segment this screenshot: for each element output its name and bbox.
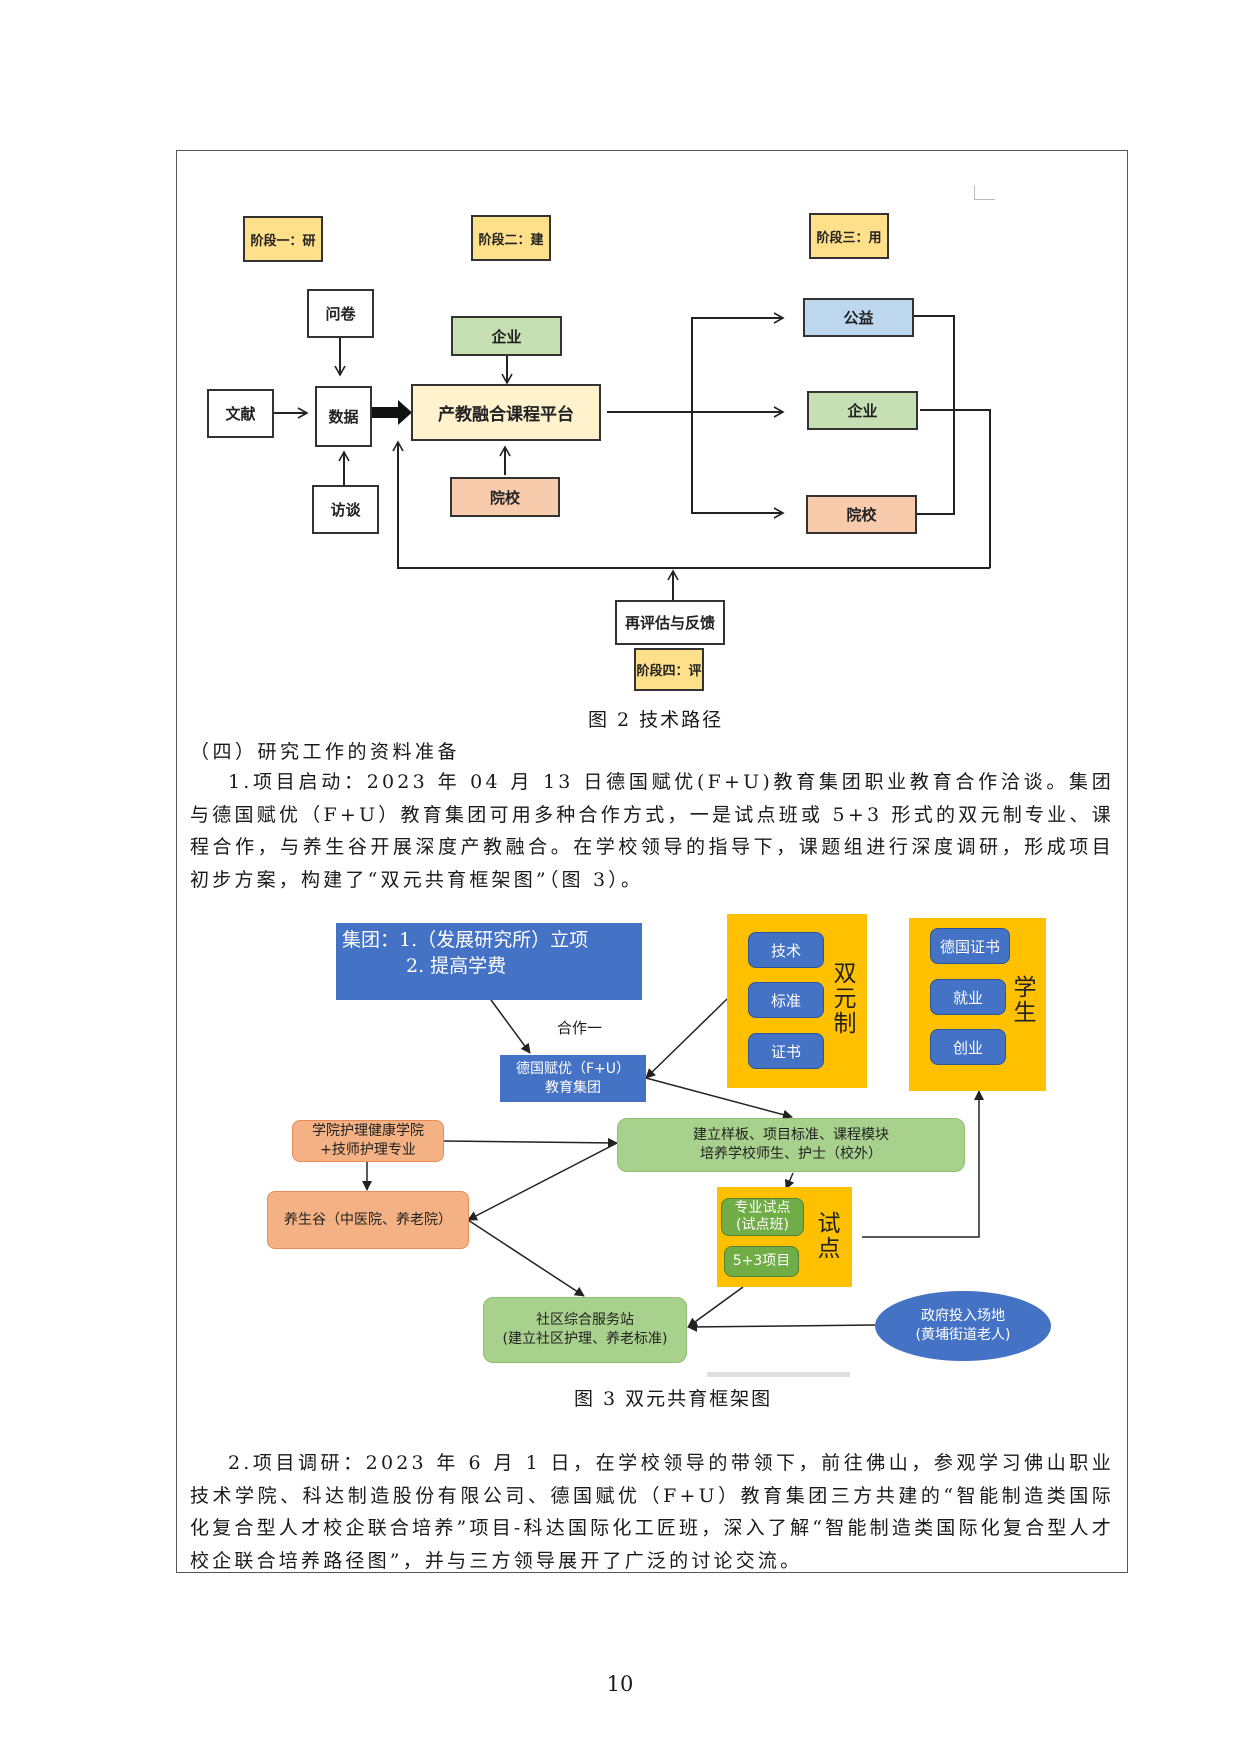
- template-box: 建立样板、项目标准、课程模块 培养学校师生、护士（校外）: [617, 1118, 965, 1172]
- stage1-box: 阶段一：研: [243, 216, 323, 262]
- fu-group-line2: 教育集团: [545, 1079, 601, 1096]
- template-line1: 建立样板、项目标准、课程模块: [693, 1127, 889, 1143]
- data-box: 数据: [315, 386, 372, 447]
- school-bottom-label: 院校: [489, 488, 520, 507]
- figure3-caption: 图 3 双元共育框架图: [574, 1388, 773, 1410]
- arrow-yangsheng-community: [467, 1219, 585, 1297]
- enterprise-top-label: 企业: [491, 327, 522, 346]
- school-bottom-box: 院校: [450, 477, 560, 517]
- college-line1: 学院护理健康学院: [312, 1123, 424, 1139]
- arrow-dual-fu: [645, 998, 728, 1079]
- pilot-item-5plus3: 5+3项目: [724, 1246, 799, 1277]
- dual-system-label: 双元制: [833, 961, 857, 1037]
- cooperation-label: 合作一: [557, 1019, 603, 1037]
- arrow-template-yangsheng: [467, 1142, 618, 1221]
- feedback-loop-line: [392, 440, 990, 569]
- arrow-government-community: [687, 1321, 876, 1332]
- paragraph-1-text: 1.项目启动：2023 年 04 月 13 日德国赋优(F+U)教育集团职业教育…: [190, 771, 1114, 891]
- student-item-entrepreneurship: 创业: [930, 1029, 1006, 1065]
- thick-arrow-head: [398, 400, 412, 425]
- yangsheng-box: 养生谷（中医院、养老院）: [267, 1191, 469, 1249]
- feedback-box: 再评估与反馈: [615, 600, 725, 645]
- arrow-template-pilot: [785, 1172, 795, 1190]
- pilot-label: 试点: [817, 1211, 841, 1262]
- community-box: 社区综合服务站 (建立社区护理、养老标准): [483, 1297, 687, 1363]
- paragraph-1: 1.项目启动：2023 年 04 月 13 日德国赋优(F+U)教育集团职业教育…: [190, 766, 1114, 896]
- yangsheng-label: 养生谷（中医院、养老院）: [284, 1211, 452, 1228]
- government-line1: 政府投入场地: [921, 1308, 1005, 1324]
- corner-mark: [974, 185, 995, 200]
- public-welfare-box: 公益: [803, 298, 914, 337]
- school-right-label: 院校: [846, 506, 877, 524]
- platform-label: 产教融合课程平台: [438, 405, 574, 425]
- arrow-platform-school: [691, 412, 785, 519]
- group-line2: 2. 提高学费: [406, 955, 507, 977]
- stage2-label: 阶段二：建: [478, 232, 544, 248]
- page-number: 10: [606, 1672, 634, 1696]
- literature-label: 文献: [225, 405, 256, 423]
- community-line2: (建立社区护理、养老标准): [502, 1331, 668, 1347]
- dual-item-technology: 技术: [748, 932, 824, 968]
- paragraph-2: 2.项目调研：2023 年 6 月 1 日，在学校领导的带领下，前往佛山，参观学…: [190, 1447, 1114, 1577]
- public-welfare-label: 公益: [843, 309, 874, 327]
- government-ellipse: 政府投入场地 (黄埔街道老人): [875, 1291, 1051, 1361]
- feedback-label: 再评估与反馈: [624, 614, 715, 632]
- group-line1: 集团：1.（发展研究所）立项: [342, 929, 589, 951]
- paragraph-2-text: 2.项目调研：2023 年 6 月 1 日，在学校领导的带领下，前往佛山，参观学…: [190, 1452, 1114, 1572]
- questionnaire-box: 问卷: [307, 289, 374, 338]
- platform-box: 产教融合课程平台: [411, 384, 601, 441]
- arrow-pilot-community: [687, 1286, 744, 1328]
- student-item-employment: 就业: [930, 979, 1006, 1015]
- stage2-box: 阶段二：建: [471, 215, 551, 261]
- group-box: 集团：1.（发展研究所）立项 2. 提高学费: [336, 923, 642, 1000]
- student-item-german-certificate: 德国证书: [930, 928, 1010, 964]
- questionnaire-label: 问卷: [325, 305, 356, 323]
- college-line2: +技师护理专业: [320, 1142, 416, 1158]
- section-heading: （四）研究工作的资料准备: [190, 741, 461, 763]
- data-label: 数据: [328, 408, 359, 426]
- arrow-pilot-student: [862, 1090, 984, 1238]
- literature-box: 文献: [207, 389, 274, 438]
- page-frame: [176, 150, 1128, 1573]
- stage3-label: 阶段三：用: [816, 230, 882, 246]
- stage3-box: 阶段三：用: [809, 213, 889, 259]
- government-line2: (黄埔街道老人): [915, 1327, 1011, 1343]
- thick-arrow-body: [372, 407, 400, 418]
- arrow-college-template: [443, 1137, 618, 1148]
- student-label: 学生: [1013, 975, 1037, 1026]
- enterprise-right-box: 企业: [807, 391, 918, 430]
- stage1-label: 阶段一：研: [250, 233, 316, 249]
- dual-item-certificate: 证书: [748, 1033, 824, 1069]
- image-scrollbar: [707, 1372, 850, 1377]
- pilot-item-class-line2: (试点班): [736, 1217, 789, 1233]
- dual-item-standard: 标准: [748, 982, 824, 1018]
- community-line1: 社区综合服务站: [536, 1312, 634, 1328]
- pilot-item-class: 专业试点 (试点班): [721, 1198, 804, 1236]
- bracket-outputs: [912, 315, 955, 515]
- fu-group-line1: 德国赋优（F+U）: [515, 1060, 631, 1077]
- arrow-fu-template: [645, 1077, 793, 1120]
- school-right-box: 院校: [806, 495, 917, 534]
- interview-box: 访谈: [312, 485, 379, 534]
- right-feedback-line: [920, 409, 991, 568]
- arrow-platform-welfare: [691, 312, 785, 412]
- pilot-item-class-line1: 专业试点: [734, 1200, 791, 1216]
- figure2-caption: 图 2 技术路径: [588, 709, 724, 731]
- fu-group-box: 德国赋优（F+U） 教育集团: [500, 1055, 646, 1102]
- arrow-group-fu: [481, 989, 531, 1054]
- enterprise-top-box: 企业: [451, 316, 562, 356]
- stage4-label: 阶段四：评: [636, 664, 702, 679]
- interview-label: 访谈: [330, 501, 361, 519]
- college-box: 学院护理健康学院 +技师护理专业: [292, 1120, 444, 1162]
- stage4-box: 阶段四：评: [634, 648, 704, 691]
- template-line2: 培养学校师生、护士（校外）: [700, 1146, 882, 1162]
- enterprise-right-label: 企业: [847, 402, 878, 420]
